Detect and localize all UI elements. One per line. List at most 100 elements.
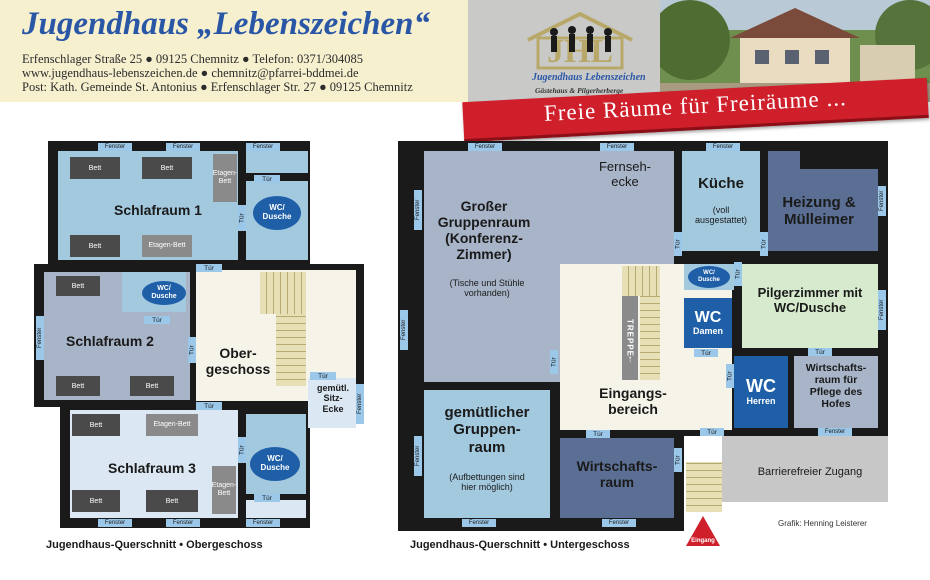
window: Fenster: [706, 143, 740, 151]
window: Fenster: [414, 190, 422, 230]
label-gemuetlicher-gruppenraum: gemütlicher Gruppen- raum: [444, 404, 530, 456]
upper-small-room-top: [246, 151, 308, 173]
label-schlafraum-1: Schlafraum 1: [114, 202, 202, 218]
wc-badge: WC/ Dusche: [688, 266, 730, 288]
logo-subtitle: Gästehaus & Pilgerherberge: [535, 86, 624, 95]
bunk-bed: Etagen-Bett: [146, 414, 198, 436]
bed: Bett: [70, 157, 120, 179]
note-kueche: (voll ausgestattet): [694, 205, 748, 226]
bunk-bed: Etagen-Bett: [142, 235, 192, 257]
room-sitzecke: [308, 378, 356, 428]
entrance-steps: [686, 462, 722, 512]
window: Fenster: [356, 384, 364, 424]
label-schlafraum-2: Schlafraum 2: [66, 333, 154, 349]
window: Fenster: [98, 143, 132, 151]
door: Tür: [726, 364, 734, 388]
window: Fenster: [414, 436, 422, 476]
label-fernsehecke: Fernseh- ecke: [598, 159, 652, 189]
label-wirtschaftsraum: Wirtschafts- raum: [576, 458, 658, 491]
bed: Bett: [56, 276, 100, 296]
room-wirtschaftsraum: [560, 438, 674, 518]
staircase: [276, 314, 306, 386]
label-obergeschoss: Ober- geschoss: [205, 345, 271, 378]
staircase: [640, 296, 660, 380]
wc-badge: WC/ Dusche: [253, 196, 301, 230]
logo-icon: JHL: [527, 11, 633, 70]
caption-lower: Jugendhaus-Querschnitt • Untergeschoss: [410, 539, 630, 551]
door: Tür: [254, 494, 280, 502]
label-pilgerzimmer: Pilgerzimmer mit WC/Dusche: [757, 285, 863, 315]
note-grosser-gruppenraum: (Tische und Stühle vorhanden): [449, 278, 525, 299]
label-schlafraum-3: Schlafraum 3: [108, 460, 196, 476]
window: Fenster: [602, 519, 636, 527]
window: Fenster: [98, 519, 132, 527]
window: Fenster: [246, 143, 280, 151]
door: Tür: [188, 337, 196, 363]
wc-label: WC: [746, 376, 776, 397]
label-wirtschaftsraum-hof: Wirtschafts- raum für Pflege des Hofes: [805, 362, 867, 411]
bunk-bed: Etagen- Bett: [212, 466, 236, 514]
room-gemuetlicher-gruppenraum: [424, 390, 550, 518]
window: Fenster: [166, 519, 200, 527]
door: Tür: [808, 348, 832, 356]
ramp: [722, 436, 888, 502]
label-heizung: Heizung & Mülleimer: [782, 194, 856, 229]
door: Tür: [586, 430, 610, 438]
window: Fenster: [246, 519, 280, 527]
room-wirtschaftsraum-hof: [794, 356, 878, 428]
bed: Bett: [146, 490, 198, 512]
door: Tür: [254, 175, 280, 183]
room-wc-damen: WC Damen: [684, 298, 732, 348]
wc-badge: WC/ Dusche: [142, 281, 186, 305]
wc-damen-label: Damen: [692, 325, 723, 336]
bunk-bed: Etagen- Bett: [213, 154, 237, 202]
bed: Bett: [72, 490, 120, 512]
door: Tür: [700, 428, 724, 436]
label-kueche: Küche: [698, 175, 744, 192]
room-kueche: [682, 151, 760, 251]
window: Fenster: [400, 310, 408, 350]
window: Fenster: [878, 186, 886, 216]
upper-small-room-bottom: [246, 500, 306, 518]
bed: Bett: [56, 376, 100, 396]
door: Tür: [760, 232, 768, 256]
wc-badge: WC/ Dusche: [250, 447, 300, 481]
room-wc-herren: WC Herren: [734, 356, 788, 428]
stairs-label: TREPPE: [622, 296, 638, 380]
label-barrierefreier-zugang: Barrierefreier Zugang: [757, 466, 863, 478]
door: Tür: [238, 437, 246, 463]
door: Tür: [674, 232, 682, 256]
door: Tür: [196, 264, 222, 272]
label-eingangsbereich: Eingangs- bereich: [599, 385, 667, 418]
room-pilgerzimmer: [742, 264, 878, 348]
credit: Grafik: Henning Leisterer: [778, 519, 867, 528]
staircase: [622, 266, 660, 296]
entrance-label: Eingang: [691, 538, 715, 544]
entrance-arrow-icon: [686, 516, 720, 546]
bed: Bett: [72, 414, 120, 436]
bed: Bett: [70, 235, 120, 257]
window: Fenster: [462, 519, 496, 527]
wall-notch: [800, 141, 888, 169]
door: Tür: [694, 349, 718, 357]
door: Tür: [238, 205, 246, 231]
arrow-up-icon: ↑: [627, 354, 633, 365]
note-gemuetlicher-gruppenraum: (Aufbettungen sind hier möglich): [449, 472, 525, 493]
address-line-3: Post: Kath. Gemeinde St. Antonius ● Erfe…: [22, 80, 413, 94]
address-line-1: Erfenschlager Straße 25 ● 09125 Chemnitz…: [22, 52, 364, 66]
staircase: [260, 272, 306, 314]
wc-label: WC: [694, 309, 722, 327]
door: Tür: [310, 372, 336, 380]
window: Fenster: [166, 143, 200, 151]
label-grosser-gruppenraum: Großer Gruppenraum (Konferenz- Zimmer): [437, 198, 531, 263]
window: Fenster: [36, 316, 44, 360]
caption-upper: Jugendhaus-Querschnitt • Obergeschoss: [46, 539, 263, 551]
door: Tür: [674, 448, 682, 472]
bed: Bett: [142, 157, 192, 179]
door: Tür: [550, 350, 558, 374]
label-sitzecke: gemütl. Sitz- Ecke: [316, 383, 349, 414]
window: Fenster: [468, 143, 502, 151]
window: Fenster: [878, 290, 886, 330]
site-title: Jugendhaus „Lebenszeichen“: [22, 6, 430, 42]
window: Fenster: [818, 428, 852, 436]
